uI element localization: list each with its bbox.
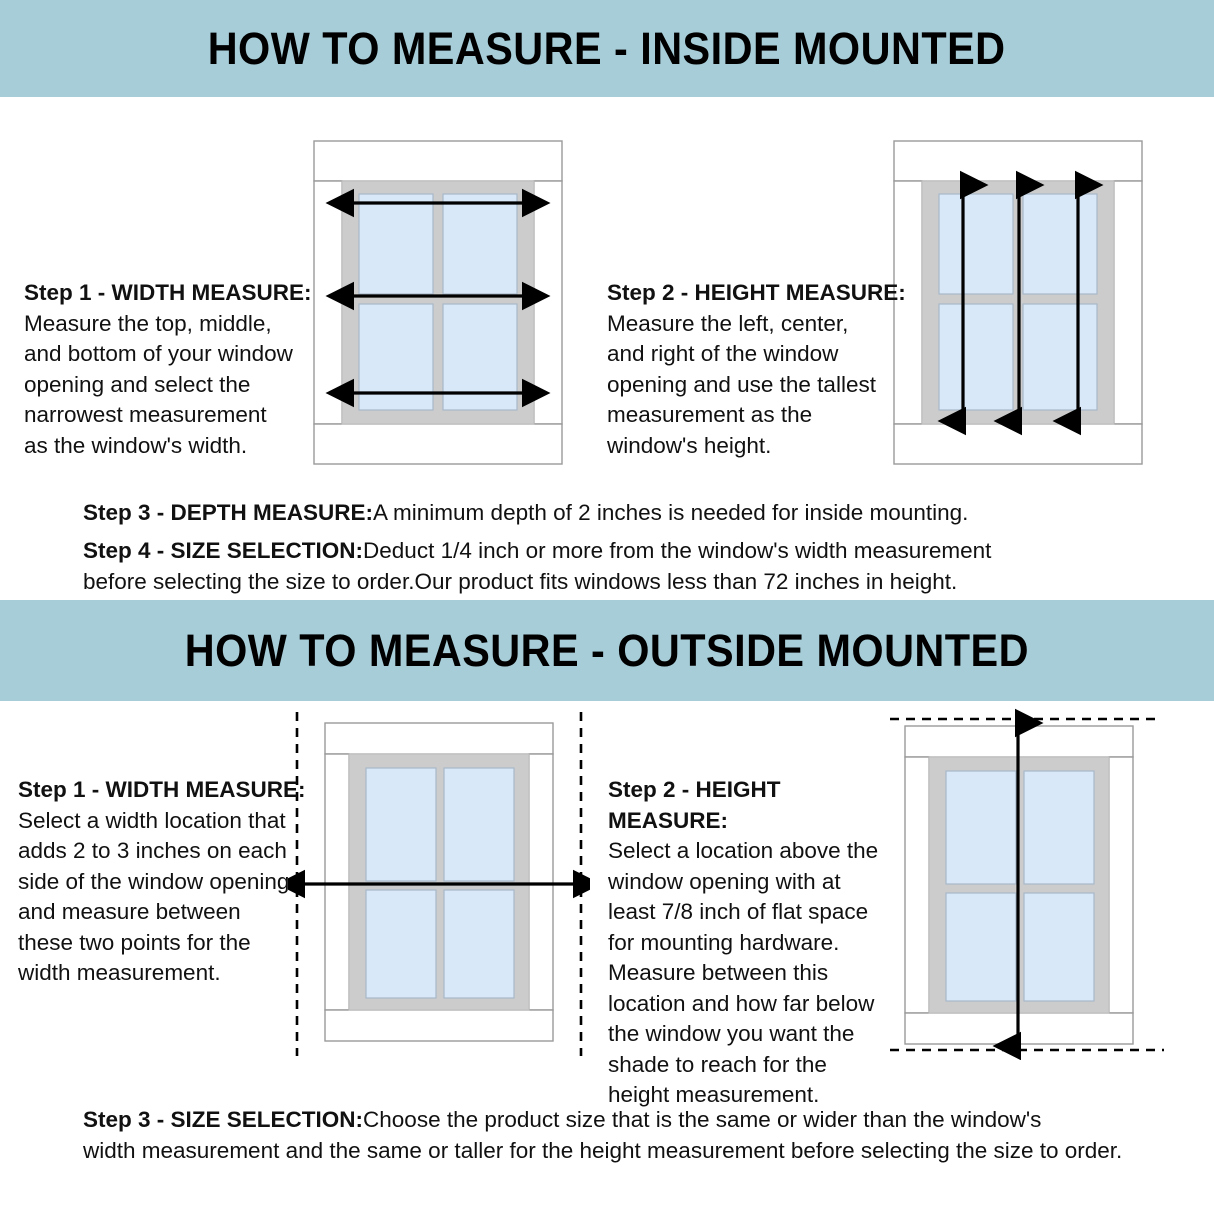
inside-step2-heading: Step 2 - HEIGHT MEASURE: (607, 280, 906, 305)
header-band-inside-mounted: HOW TO MEASURE - INSIDE MOUNTED (0, 0, 1214, 97)
outside-step1-text: Step 1 - WIDTH MEASURE: Select a width lo… (18, 775, 308, 989)
measure-arrow-vertical (937, 170, 1104, 436)
outside-step2-body: Select a location above the window openi… (608, 838, 879, 1107)
outside-step3-heading: Step 3 - SIZE SELECTION: (83, 1107, 364, 1132)
inside-step4-text: Step 4 - SIZE SELECTION:Deduct 1/4 inch … (83, 535, 1173, 597)
inside-step2-text: Step 2 - HEIGHT MEASURE: Measure the left… (607, 278, 907, 461)
outside-step1-body: Select a width location that adds 2 to 3… (18, 807, 290, 986)
outside-step2-heading: Step 2 - HEIGHT MEASURE: (608, 777, 781, 833)
outside-step2-text: Step 2 - HEIGHT MEASURE:Select a locatio… (608, 775, 898, 1111)
inside-step4-body-line2: before selecting the size to order.Our p… (83, 569, 958, 594)
outside-step3-body: Choose the product size that is the same… (363, 1107, 1042, 1132)
inside-step1-body: Measure the top, middle, and bottom of y… (24, 310, 293, 458)
inside-step1-text: Step 1 - WIDTH MEASURE: Measure the top, … (24, 278, 324, 461)
header-band-outside-mounted: HOW TO MEASURE - OUTSIDE MOUNTED (0, 600, 1214, 701)
inside-step4-heading: Step 4 - SIZE SELECTION: (83, 538, 364, 563)
outside-step3-body-line2: width measurement and the same or taller… (83, 1138, 1123, 1163)
measure-arrow-horizontal (325, 188, 551, 408)
header-title-inside-mounted: HOW TO MEASURE - INSIDE MOUNTED (208, 22, 1006, 74)
outside-step3-text: Step 3 - SIZE SELECTION:Choose the produ… (83, 1104, 1173, 1166)
inside-step4-body: Deduct 1/4 inch or more from the window'… (363, 538, 992, 563)
diagram-window-inside-width (313, 140, 563, 465)
outside-step1-heading: Step 1 - WIDTH MEASURE: (18, 777, 306, 802)
inside-step1-heading: Step 1 - WIDTH MEASURE: (24, 280, 312, 305)
inside-step3-body: A minimum depth of 2 inches is needed fo… (373, 500, 969, 525)
diagram-window-inside-height (893, 140, 1143, 465)
header-title-outside-mounted: HOW TO MEASURE - OUTSIDE MOUNTED (184, 624, 1030, 676)
inside-step3-text: Step 3 - DEPTH MEASURE:A minimum depth o… (83, 497, 1173, 528)
diagram-window-outside-height (868, 708, 1170, 1060)
inside-step3-heading: Step 3 - DEPTH MEASURE: (83, 500, 374, 525)
diagram-window-outside-width (288, 708, 590, 1060)
inside-step2-body: Measure the left, center, and right of t… (607, 310, 876, 458)
